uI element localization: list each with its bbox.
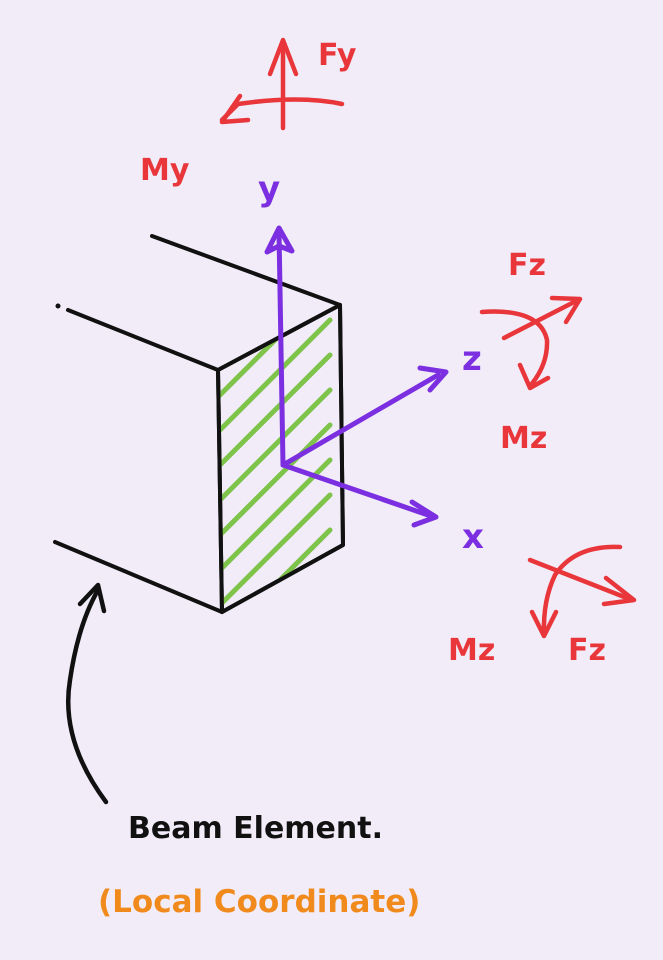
z-axis-arrow bbox=[280, 365, 449, 468]
caption: Beam Element. bbox=[128, 811, 383, 846]
x-axis-arrow bbox=[280, 462, 439, 528]
beam-outline bbox=[53, 234, 345, 614]
mz-bottom-label: Mz bbox=[448, 633, 495, 668]
y-axis-label: y bbox=[258, 169, 280, 209]
my-moment-arrow bbox=[219, 93, 345, 125]
fz-top-label: Fz bbox=[508, 248, 546, 283]
y-axis-arrow bbox=[264, 225, 295, 468]
z-axis-label: z bbox=[462, 339, 482, 379]
subcaption: (Local Coordinate) bbox=[98, 884, 420, 920]
my-label: My bbox=[140, 153, 190, 188]
mz-top-label: Mz bbox=[500, 421, 547, 456]
fy-force-arrow bbox=[267, 37, 299, 131]
mx-moment-arrow-bottom bbox=[529, 544, 623, 639]
fx-force-arrow-bottom bbox=[527, 557, 637, 607]
fz-force-arrow-top bbox=[501, 295, 583, 341]
fz-bottom-label: Fz bbox=[568, 633, 606, 668]
cross-section-face-outline bbox=[216, 303, 345, 614]
local-axes bbox=[264, 225, 449, 528]
x-axis-label: x bbox=[462, 517, 484, 557]
beam-pointer-arrow bbox=[65, 582, 109, 805]
mz-moment-arrow-top bbox=[479, 309, 551, 391]
fy-label: Fy bbox=[318, 38, 357, 73]
